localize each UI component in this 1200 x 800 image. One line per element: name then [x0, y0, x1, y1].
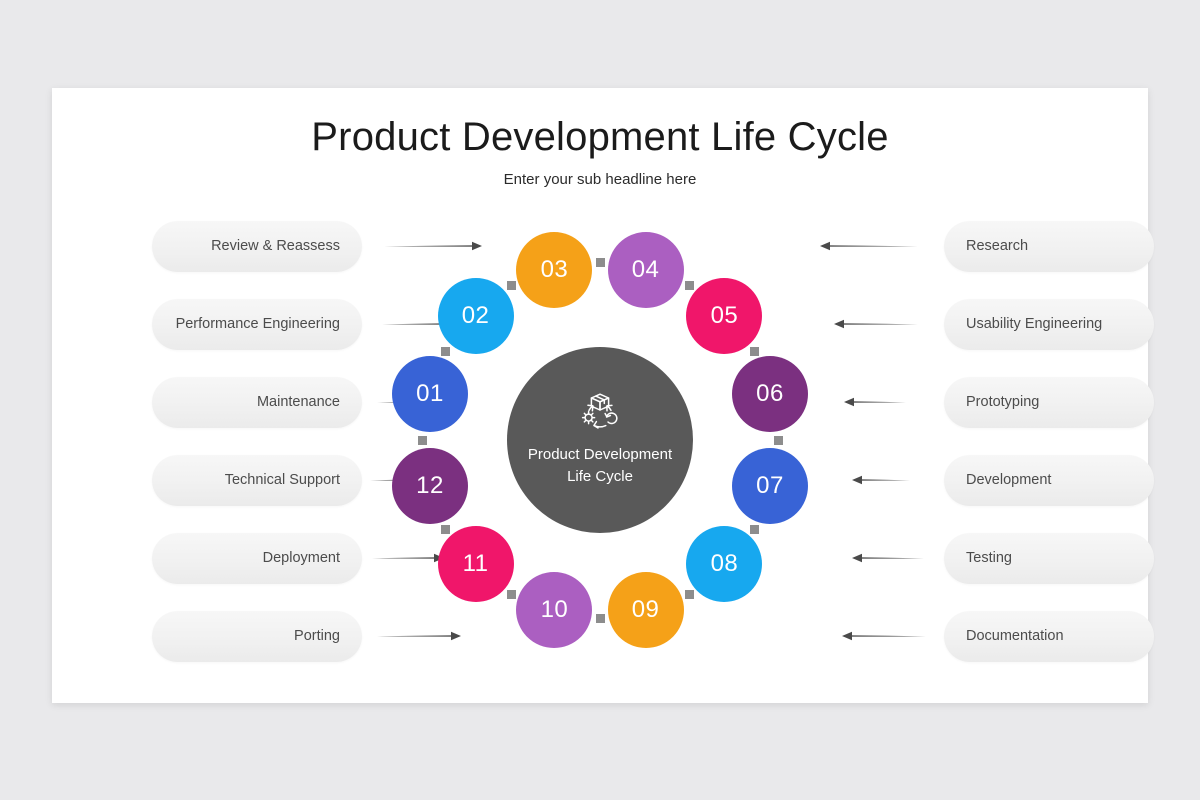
label-pill-left-2[interactable]: Performance Engineering [152, 299, 362, 350]
connector-dot [441, 524, 451, 534]
label-pill-right-1[interactable]: Research [944, 221, 1154, 272]
connector-dot [506, 589, 516, 599]
cycle-node-10[interactable]: 10 [516, 572, 593, 648]
label-pill-right-2[interactable]: Usability Engineering [944, 299, 1154, 350]
page-subtitle: Enter your sub headline here [503, 171, 697, 188]
connector-dot [749, 346, 759, 356]
label-pill-text: Performance Engineering [175, 316, 340, 333]
label-pill-left-4[interactable]: Technical Support [152, 455, 362, 506]
label-pill-text: Development [966, 472, 1052, 489]
label-pill-left-6[interactable]: Porting [152, 611, 362, 662]
label-pill-left-3[interactable]: Maintenance [152, 377, 362, 428]
connector-dot [506, 281, 516, 291]
label-pill-text: Technical Support [224, 472, 340, 489]
label-pill-text: Testing [966, 550, 1012, 567]
hub-center: Product Development Life Cycle [507, 347, 693, 533]
cycle-node-03[interactable]: 03 [516, 231, 593, 308]
cycle-node-01[interactable]: 01 [391, 356, 468, 433]
cycle-node-09[interactable]: 09 [607, 572, 684, 648]
slide-card: Product Development Life Cycle Enter you… [52, 88, 1154, 703]
connector-dot [773, 435, 783, 445]
label-pill-text: Maintenance [256, 394, 340, 411]
label-pill-text: Usability Engineering [966, 316, 1103, 333]
product-lifecycle-icon [577, 392, 623, 437]
page-title: Product Development Life Cycle [311, 115, 889, 159]
cycle-node-08[interactable]: 08 [686, 526, 763, 603]
cycle-node-05[interactable]: 05 [686, 277, 763, 354]
label-pill-right-6[interactable]: Documentation [944, 611, 1154, 662]
connector-dot [684, 589, 694, 599]
label-pill-right-3[interactable]: Prototyping [944, 377, 1154, 428]
connector-dot [749, 524, 759, 534]
label-pill-left-5[interactable]: Deployment [152, 533, 362, 584]
cycle-node-04[interactable]: 04 [607, 231, 684, 308]
cycle-node-02[interactable]: 02 [437, 277, 514, 354]
label-pill-right-5[interactable]: Testing [944, 533, 1154, 584]
connector-dot [595, 613, 605, 623]
connector-dot [595, 257, 605, 267]
label-pill-right-4[interactable]: Development [944, 455, 1154, 506]
label-pill-text: Review & Reassess [211, 238, 340, 255]
connector-dot [441, 346, 451, 356]
cycle-node-07[interactable]: 07 [732, 447, 808, 524]
label-pill-text: Porting [294, 628, 340, 645]
connector-dot [417, 435, 427, 445]
label-pill-left-1[interactable]: Review & Reassess [152, 221, 362, 272]
connector-dot [684, 281, 694, 291]
label-pill-text: Deployment [262, 550, 340, 567]
cycle-node-06[interactable]: 06 [732, 356, 808, 433]
label-pill-text: Documentation [966, 628, 1064, 645]
label-pill-text: Prototyping [966, 394, 1040, 411]
label-pill-text: Research [966, 238, 1029, 255]
cycle-node-12[interactable]: 12 [391, 447, 468, 524]
cycle-node-11[interactable]: 11 [437, 526, 514, 603]
hub-label: Product Development Life Cycle [527, 446, 673, 485]
